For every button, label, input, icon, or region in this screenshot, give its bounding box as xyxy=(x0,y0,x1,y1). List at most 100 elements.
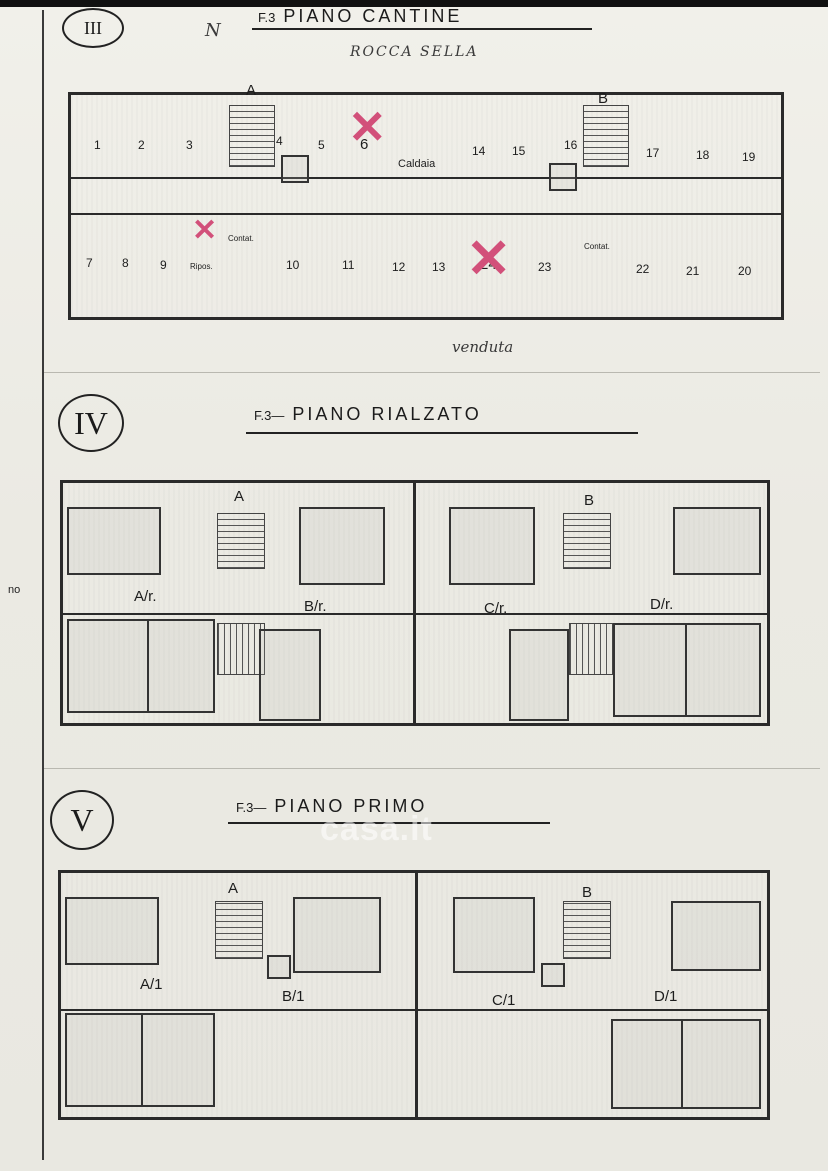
center-wall xyxy=(415,873,418,1117)
watermark: casa.it xyxy=(320,810,433,848)
stair-b-rialzato-lower xyxy=(569,623,613,675)
stair-b-rialzato xyxy=(563,513,611,569)
cellar-label: 3 xyxy=(186,138,193,152)
unit-label-a: A/r. xyxy=(134,588,157,605)
stair-b-cantine xyxy=(583,105,629,167)
cellar-label: 14 xyxy=(472,144,486,158)
stair-label-a-rialzato: A xyxy=(234,488,245,505)
cellar-label: 6 xyxy=(360,136,369,153)
handwritten-north: N xyxy=(205,20,221,41)
stair-a-rialzato-lower xyxy=(217,623,265,675)
lift-shaft-a xyxy=(267,955,291,979)
room xyxy=(65,897,159,965)
binding-margin-line xyxy=(42,10,44,1160)
unit-label-c: C/1 xyxy=(492,992,516,1009)
cellar-label: 15 xyxy=(512,144,526,158)
cellar-label: 21 xyxy=(686,264,700,278)
corridor-wall-top xyxy=(71,177,781,179)
section-divider xyxy=(44,768,820,769)
section-underline-primo xyxy=(228,822,550,824)
boiler-room-label: Caldaia xyxy=(398,158,436,170)
room xyxy=(147,619,215,713)
stair-label-a-primo: A xyxy=(228,880,239,897)
room xyxy=(681,1019,761,1109)
room xyxy=(509,629,569,721)
room xyxy=(141,1013,215,1107)
room xyxy=(449,507,535,585)
room xyxy=(671,901,761,971)
unit-label-c: C/r. xyxy=(484,600,508,617)
stair-label-a-cantine: A xyxy=(246,82,257,99)
unit-label-d: D/1 xyxy=(654,988,678,1005)
stair-b-primo xyxy=(563,901,611,959)
corridor-wall xyxy=(63,613,767,615)
stair-label-b-cantine: B xyxy=(598,90,609,107)
room xyxy=(299,507,385,585)
section-underline-rialzato xyxy=(246,432,638,434)
lift-shaft-b xyxy=(549,163,577,191)
room xyxy=(685,623,761,717)
sold-cross-mark: ✕ xyxy=(192,214,218,247)
stair-label-b-primo: B xyxy=(582,884,593,901)
primo-plan xyxy=(58,870,770,1120)
cellar-label: 4 xyxy=(276,134,283,148)
section-underline-cantine xyxy=(252,28,592,30)
unit-label-a: A/1 xyxy=(140,976,163,993)
cellar-label: 11 xyxy=(342,258,355,272)
section-title-rialzato: F.3—PIANO RIALZATO xyxy=(254,404,482,424)
cellar-label: 20 xyxy=(738,264,752,278)
sold-cross-mark: ✕ xyxy=(466,229,512,289)
cellar-label: 18 xyxy=(696,148,710,162)
lift-shaft-b xyxy=(541,963,565,987)
cellar-label: 23 xyxy=(538,260,552,274)
room xyxy=(67,507,161,575)
corridor-wall xyxy=(61,1009,767,1011)
lift-shaft-a xyxy=(281,155,309,183)
stair-a-primo xyxy=(215,901,263,959)
cellar-label: 24 xyxy=(480,256,497,273)
handwritten-sold-note: venduta xyxy=(452,338,514,356)
cellar-label: 5 xyxy=(318,138,325,152)
unit-label-b: B/1 xyxy=(282,988,305,1005)
unit-label-b: B/r. xyxy=(304,598,327,615)
scan-top-edge xyxy=(0,0,828,7)
room xyxy=(453,897,535,973)
stair-a-cantine xyxy=(229,105,275,167)
room xyxy=(613,623,687,717)
cantine-plan xyxy=(68,92,784,320)
cellar-label: 1 xyxy=(94,138,101,152)
stair-a-rialzato xyxy=(217,513,265,569)
cellar-label: 10 xyxy=(286,258,300,272)
section-number-v: V xyxy=(50,790,114,850)
section-title-primo: F.3—PIANO PRIMO xyxy=(236,796,428,816)
room xyxy=(65,1013,143,1107)
meter-room-label: Contat. xyxy=(584,242,610,251)
cellar-label: 2 xyxy=(138,138,145,152)
section-number-iii: III xyxy=(62,8,124,48)
corridor-wall-bottom xyxy=(71,213,781,215)
sold-cross-mark: ✕ xyxy=(348,101,387,153)
cellar-label: 12 xyxy=(392,260,406,274)
stair-label-b-rialzato: B xyxy=(584,492,595,509)
center-wall xyxy=(413,483,416,723)
cellar-label: 13 xyxy=(432,260,446,274)
cellar-label: 19 xyxy=(742,150,756,164)
room xyxy=(67,619,149,713)
rialzato-plan xyxy=(60,480,770,726)
cellar-label: 17 xyxy=(646,146,660,160)
storage-label: Ripos. xyxy=(190,262,213,271)
room xyxy=(611,1019,683,1109)
room xyxy=(259,629,321,721)
unit-label-d: D/r. xyxy=(650,596,674,613)
section-divider xyxy=(44,372,820,373)
cellar-label: 7 xyxy=(86,256,93,270)
meter-room-label: Contat. xyxy=(228,234,254,243)
cellar-label: 8 xyxy=(122,256,129,270)
room xyxy=(673,507,761,575)
margin-note: no xyxy=(8,584,21,596)
section-number-iv: IV xyxy=(58,394,124,452)
cellar-label: 9 xyxy=(160,258,167,272)
cellar-label: 22 xyxy=(636,262,650,276)
